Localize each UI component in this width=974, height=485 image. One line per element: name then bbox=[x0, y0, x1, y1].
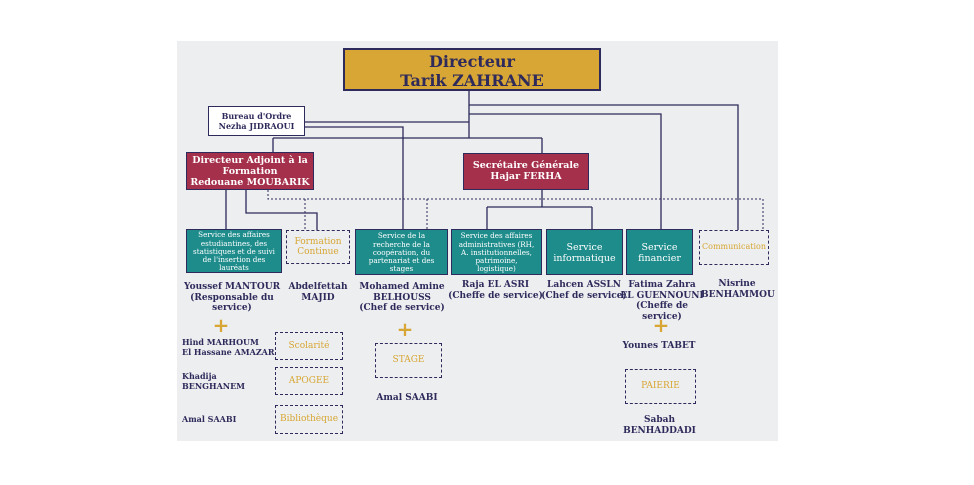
person-role: (Chef de service) bbox=[541, 290, 627, 301]
person-name: EL GUENNOUNI bbox=[620, 290, 704, 301]
plus-icon: + bbox=[212, 313, 230, 337]
person-name: BENGHANEM bbox=[182, 381, 246, 391]
adjoint-name: Redouane MOUBARIK bbox=[190, 177, 310, 188]
connector-line bbox=[469, 104, 739, 230]
connector-line bbox=[245, 190, 318, 230]
person-name: MAJID bbox=[301, 292, 335, 303]
staff-stage: Amal SAABI bbox=[367, 393, 447, 404]
person-name: BELHOUSS bbox=[373, 292, 431, 303]
director-box: Directeur Tarik ZAHRANE bbox=[343, 48, 601, 91]
director-title: Directeur bbox=[429, 52, 515, 71]
person-name: Youssef MANTOUR bbox=[183, 282, 281, 292]
org-chart-canvas: Directeur Tarik ZAHRANE Bureau d'Ordre N… bbox=[177, 41, 778, 441]
cheffe-service-financier: Fatima Zahra EL GUENNOUNI (Cheffe de ser… bbox=[617, 280, 707, 322]
person-role: (Cheffe de service) bbox=[448, 290, 543, 301]
service-affaires-administratives-label: Service des affaires administratives (RH… bbox=[458, 231, 535, 274]
directeur-adjoint-box: Directeur Adjoint à la Formation Redouan… bbox=[186, 152, 314, 190]
person-name: Abdelfettah bbox=[288, 282, 348, 292]
apogee-label: APOGEE bbox=[288, 375, 330, 386]
service-recherche: Service de la recherche de la coopératio… bbox=[355, 229, 448, 275]
responsable-communication: Nisrine BENHAMMOU bbox=[701, 279, 775, 300]
service-informatique-label: Service informatique bbox=[553, 242, 616, 264]
paierie-label: PAIERIE bbox=[641, 381, 680, 392]
person-name: Mohamed Amine bbox=[359, 282, 445, 292]
bureau-ordre-name: Nezha JIDRAOUI bbox=[218, 121, 295, 131]
service-affaires-estudiantines: Service des affaires estudiantines, des … bbox=[186, 229, 282, 273]
service-financier: Service financier bbox=[626, 229, 693, 275]
director-name: Tarik ZAHRANE bbox=[400, 71, 544, 90]
chef-service-informatique: Lahcen ASSLN (Chef de service) bbox=[541, 280, 627, 301]
apogee-box: APOGEE bbox=[275, 367, 343, 395]
person-name: Khadija bbox=[182, 371, 217, 381]
person-name: BENHAMMOU bbox=[701, 289, 775, 300]
staff-apogee: Khadija BENGHANEM bbox=[182, 371, 272, 391]
person-role: (Responsable du service) bbox=[190, 292, 274, 314]
connector-lines bbox=[225, 90, 764, 230]
dotted-connector bbox=[267, 190, 764, 230]
person-name: Fatima Zahra bbox=[628, 280, 696, 290]
person-name: Sabah BENHADDADI bbox=[623, 415, 696, 436]
person-role: (Cheffe de service) bbox=[636, 301, 688, 322]
bibliotheque-label: Bibliothèque bbox=[279, 414, 339, 425]
communication-box: Communication bbox=[699, 230, 769, 265]
person-name: Hind MARHOUM bbox=[182, 337, 259, 347]
plus-icon: + bbox=[652, 313, 670, 337]
cheffe-service-administratif: Raja EL ASRI (Cheffe de service) bbox=[447, 280, 544, 301]
responsable-formation-continue: Abdelfettah MAJID bbox=[285, 282, 351, 303]
plus-icon: + bbox=[396, 317, 414, 341]
person-name: Lahcen ASSLN bbox=[547, 280, 621, 290]
scolarite-label: Scolarité bbox=[288, 340, 330, 351]
person-name: Amal SAABI bbox=[182, 414, 237, 424]
staff-paierie: Sabah BENHADDADI bbox=[607, 415, 712, 436]
person-name: El Hassane AMAZAR bbox=[182, 347, 275, 357]
formation-continue-box: Formation Continue bbox=[286, 230, 350, 264]
bibliotheque-box: Bibliothèque bbox=[275, 405, 343, 434]
secretaire-generale-box: Secrétaire Générale Hajar FERHA bbox=[463, 153, 589, 190]
service-affaires-estudiantines-label: Service des affaires estudiantines, des … bbox=[193, 230, 275, 273]
connector-line bbox=[469, 113, 662, 230]
service-recherche-label: Service de la recherche de la coopératio… bbox=[368, 231, 435, 274]
adjoint-title-line1: Directeur Adjoint à la bbox=[192, 155, 308, 166]
service-informatique: Service informatique bbox=[546, 229, 623, 275]
scolarite-box: Scolarité bbox=[275, 332, 343, 360]
service-financier-label: Service financier bbox=[638, 242, 681, 264]
communication-label: Communication bbox=[702, 242, 766, 252]
person-name: Raja EL ASRI bbox=[461, 280, 530, 290]
staff-scolarite: Hind MARHOUM El Hassane AMAZAR bbox=[182, 337, 282, 357]
staff-bibliotheque: Amal SAABI bbox=[182, 414, 272, 424]
stage-box: STAGE bbox=[375, 343, 442, 378]
person-role: (Chef de service) bbox=[359, 303, 445, 313]
formation-continue-label: Formation Continue bbox=[294, 236, 342, 258]
person-name: Nisrine bbox=[718, 279, 756, 289]
stage-label: STAGE bbox=[392, 355, 425, 366]
person-name: Amal SAABI bbox=[376, 393, 438, 403]
responsable-affaires-estudiantines: Youssef MANTOUR (Responsable du service) bbox=[182, 282, 282, 314]
staff-financier: Younes TABET bbox=[617, 341, 701, 352]
service-affaires-administratives: Service des affaires administratives (RH… bbox=[451, 229, 542, 275]
bureau-ordre-title: Bureau d'Ordre bbox=[221, 111, 292, 121]
connector-line bbox=[305, 126, 404, 230]
paierie-box: PAIERIE bbox=[625, 369, 696, 404]
adjoint-title-line2: Formation bbox=[222, 166, 278, 177]
person-name: Younes TABET bbox=[622, 341, 696, 351]
secretaire-name: Hajar FERHA bbox=[490, 171, 562, 182]
secretaire-title: Secrétaire Générale bbox=[472, 160, 580, 171]
chef-service-recherche: Mohamed Amine BELHOUSS (Chef de service) bbox=[352, 282, 452, 314]
bureau-ordre-box: Bureau d'Ordre Nezha JIDRAOUI bbox=[208, 106, 305, 136]
